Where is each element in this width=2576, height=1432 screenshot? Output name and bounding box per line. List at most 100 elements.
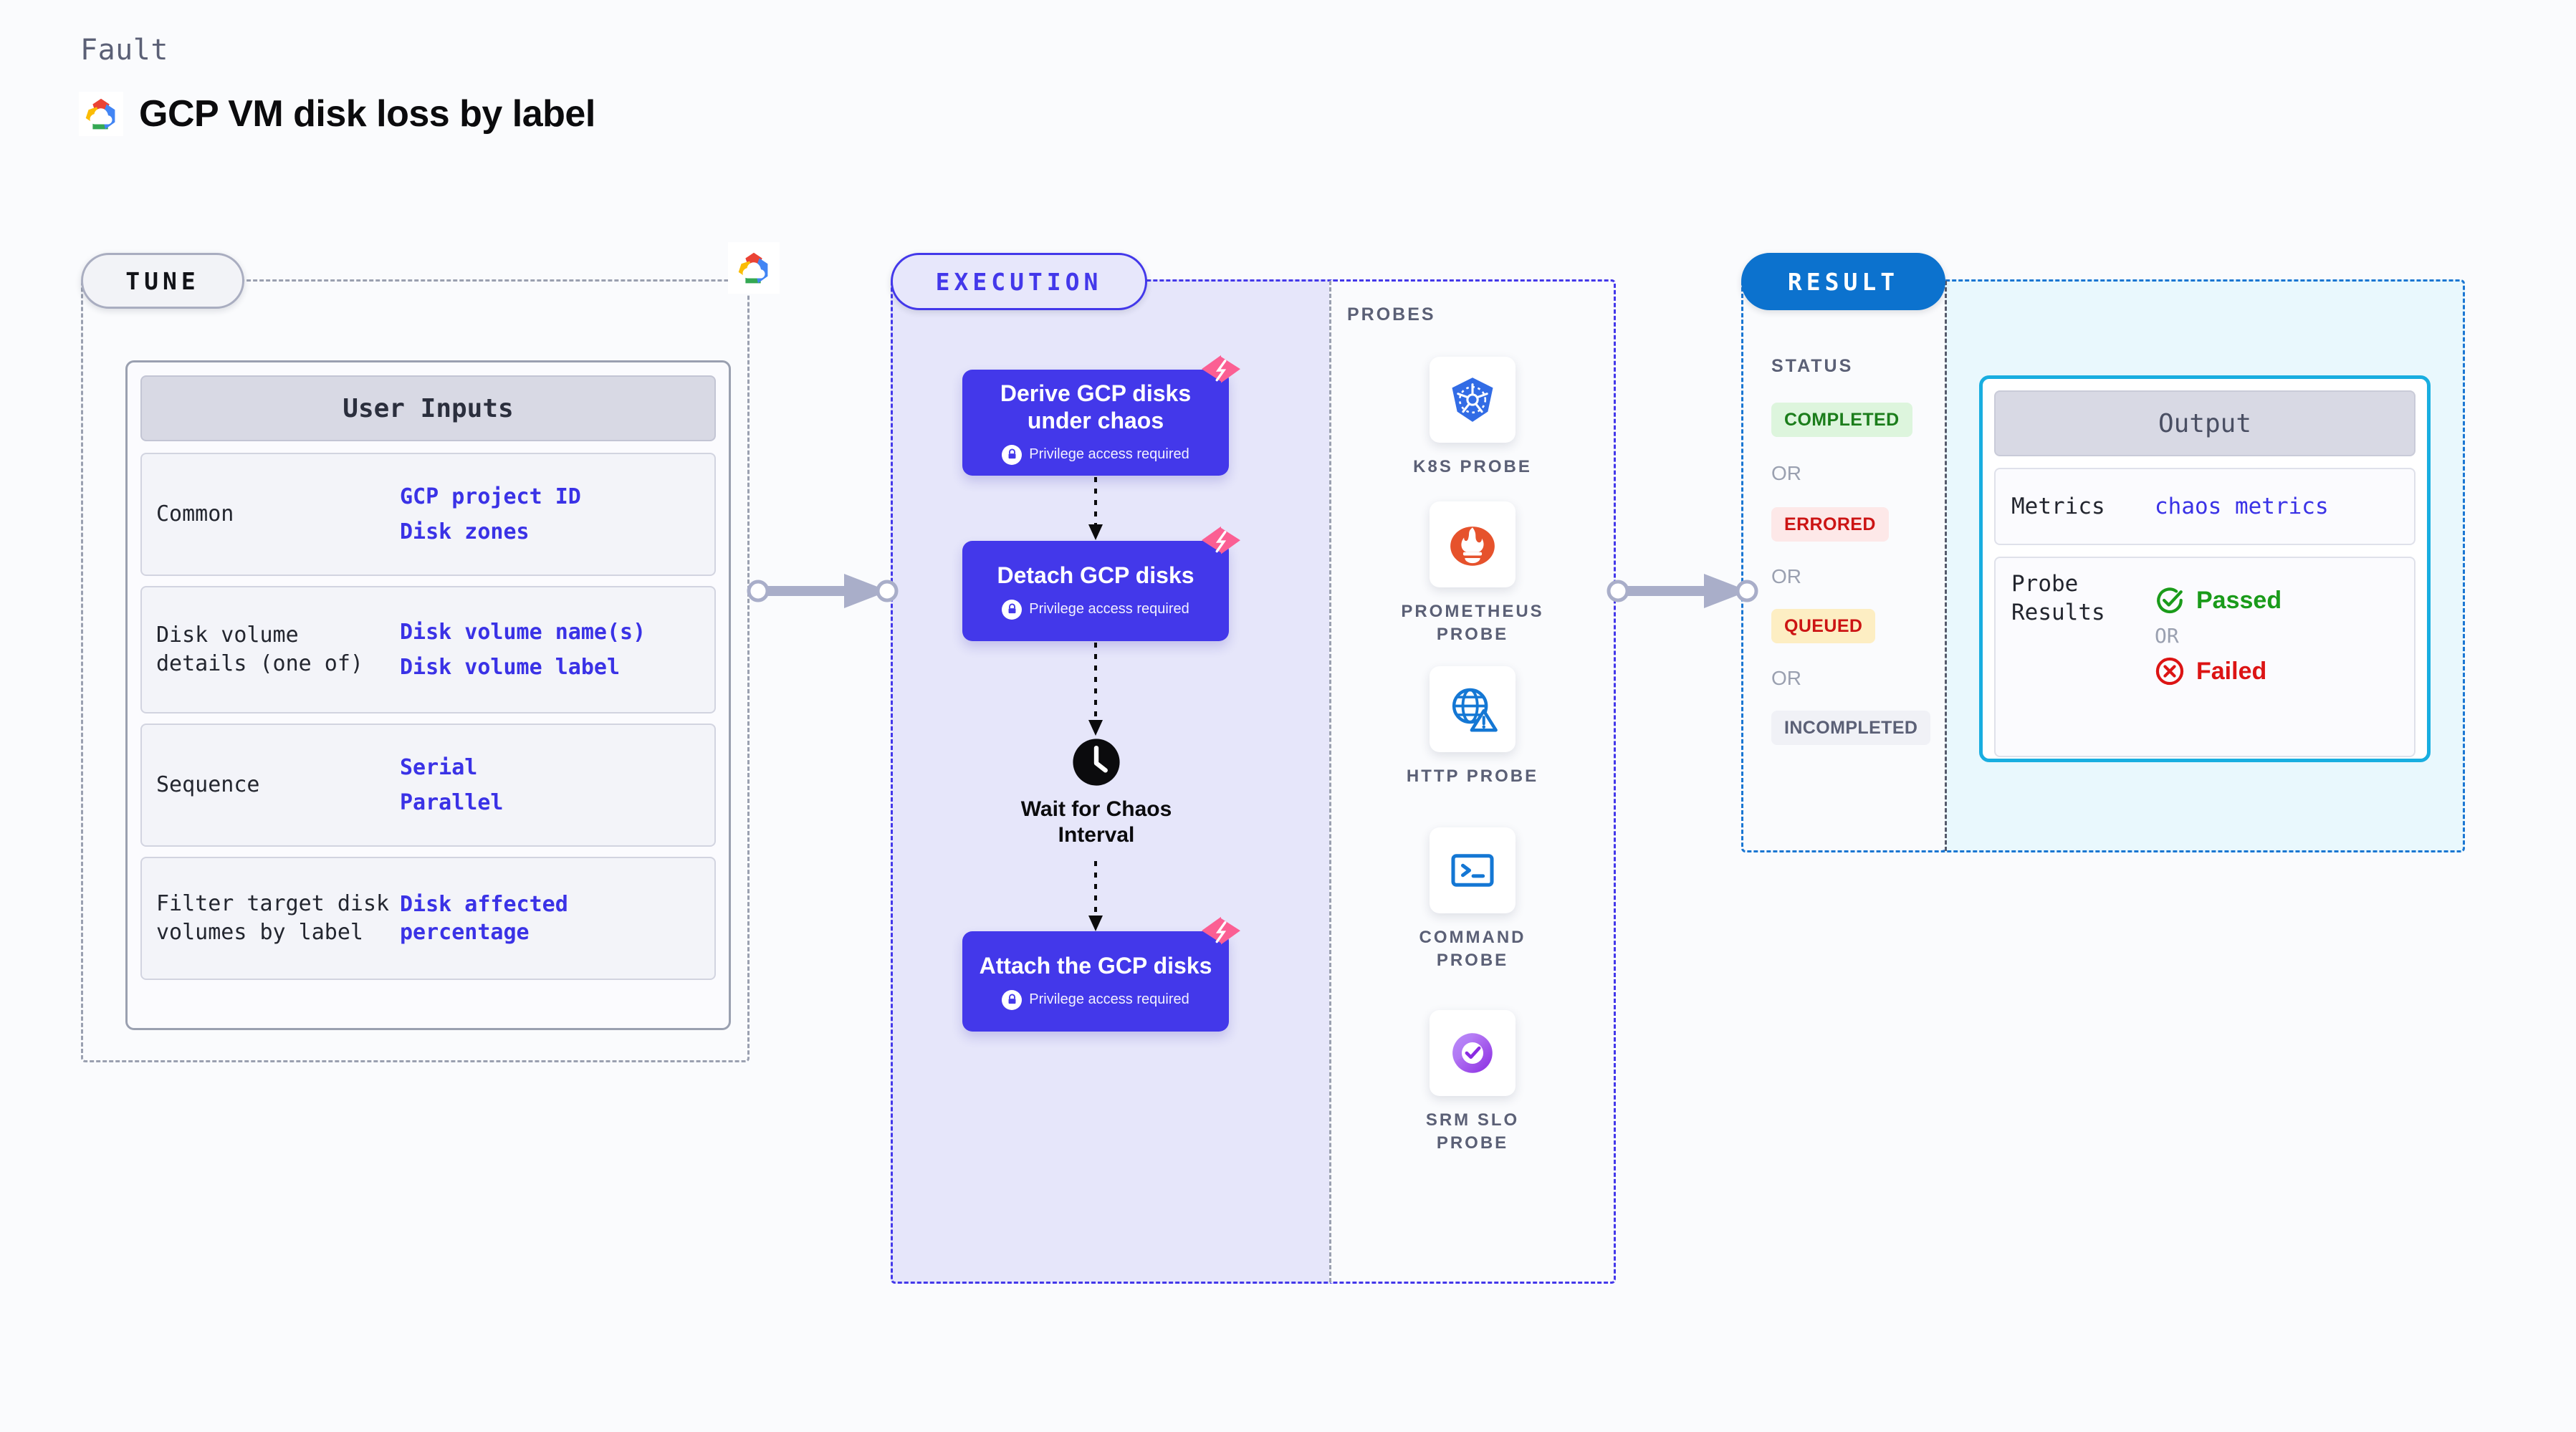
row-value: Disk volume label: [400, 655, 621, 680]
row-key: Disk volume details (one of): [156, 623, 363, 676]
probe-label: HTTP PROBE: [1406, 767, 1539, 786]
stage-pill-tune[interactable]: TUNE: [81, 253, 244, 309]
node-title: Derive GCP disks under chaos: [1000, 380, 1192, 433]
row-value: GCP project ID: [400, 484, 581, 509]
node-title: Attach the GCP disks: [979, 953, 1212, 979]
probe-label: PROMETHEUS PROBE: [1401, 602, 1544, 644]
arrow-detach-to-wait: [1088, 643, 1103, 736]
user-inputs-card: User Inputs Common GCP project ID Disk z…: [125, 360, 731, 1030]
user-input-row-common[interactable]: Common GCP project ID Disk zones: [140, 453, 716, 576]
output-title: Output: [1994, 390, 2415, 456]
probe-label: SRM SLO PROBE: [1425, 1110, 1520, 1153]
row-values: Disk volume name(s) Disk volume label: [400, 611, 700, 688]
row-values: GCP project ID Disk zones: [400, 476, 700, 553]
row-value: Disk zones: [400, 519, 530, 544]
passed-label: Passed: [2196, 586, 2282, 614]
execution-node-attach-disks[interactable]: Attach the GCP disks Privilege access re…: [962, 916, 1240, 1032]
probe-result-values: Passed OR Failed: [2155, 570, 2281, 686]
wait-label: Wait for Chaos Interval: [1020, 797, 1172, 847]
status-column-frame: [1741, 279, 1945, 852]
x-circle-icon: [2155, 657, 2184, 686]
probe-tile: [1430, 827, 1516, 913]
probe-tile: [1430, 666, 1516, 752]
connector-tune-to-execution: [747, 574, 899, 608]
arrow-wait-to-attach: [1088, 861, 1103, 931]
node-title: Detach GCP disks: [997, 562, 1194, 589]
clock-icon: [1073, 739, 1120, 786]
privilege-note: Privilege access required: [1002, 444, 1189, 465]
lock-icon: [1002, 599, 1023, 620]
probe-tile: [1430, 1010, 1516, 1096]
privilege-text: Privilege access required: [1029, 601, 1189, 618]
probe-command[interactable]: COMMAND PROBE: [1387, 827, 1558, 971]
user-input-row-filter-by-label[interactable]: Filter target disk volumes by label Disk…: [140, 857, 716, 980]
probe-k8s[interactable]: K8S PROBE: [1387, 357, 1558, 479]
execution-node-detach-disks[interactable]: Detach GCP disks Privilege access requir…: [962, 526, 1240, 641]
probe-result-failed: Failed: [2155, 656, 2281, 686]
status-divider: [1945, 281, 1947, 851]
probe-prometheus[interactable]: PROMETHEUS PROBE: [1387, 501, 1558, 645]
output-row-metrics[interactable]: Metrics chaos metrics: [1994, 468, 2415, 545]
privilege-text: Privilege access required: [1029, 446, 1189, 463]
prometheus-icon: [1450, 527, 1495, 566]
probe-label: COMMAND PROBE: [1419, 928, 1526, 970]
status-badge-incompleted: INCOMPLETED: [1771, 711, 1931, 745]
failed-label: Failed: [2196, 657, 2267, 685]
chaos-fault-icon: [1202, 916, 1240, 945]
user-inputs-title: User Inputs: [140, 375, 716, 441]
row-key: Metrics: [2011, 493, 2105, 519]
terminal-icon: [1451, 854, 1494, 887]
kubernetes-icon: [1452, 378, 1493, 422]
probe-srm-slo[interactable]: SRM SLO PROBE: [1387, 1010, 1558, 1154]
connector-execution-to-result: [1607, 574, 1758, 608]
privilege-note: Privilege access required: [1002, 599, 1189, 620]
probe-http[interactable]: HTTP PROBE: [1387, 666, 1558, 788]
row-value: Disk volume name(s): [400, 620, 646, 645]
row-value: Disk affected percentage: [400, 892, 568, 945]
gcp-cloud-icon-border: [728, 242, 780, 294]
user-input-row-sequence[interactable]: Sequence Serial Parallel: [140, 724, 716, 847]
user-input-row-disk-volume-details[interactable]: Disk volume details (one of) Disk volume…: [140, 586, 716, 713]
row-value: chaos metrics: [2155, 494, 2329, 519]
status-title: STATUS: [1771, 356, 1854, 376]
output-card: Output Metrics chaos metrics Probe Resul…: [1979, 375, 2431, 762]
chaos-fault-icon: [1202, 355, 1240, 383]
output-row-probe-results[interactable]: Probe Results Passed OR Failed: [1994, 557, 2415, 757]
status-badge-completed: COMPLETED: [1771, 403, 1912, 437]
probes-divider: [1329, 281, 1331, 1282]
row-value: Parallel: [400, 790, 504, 815]
stage-pill-execution[interactable]: EXECUTION: [891, 253, 1147, 310]
page-title-text: GCP VM disk loss by label: [139, 93, 595, 135]
status-badge-queued: QUEUED: [1771, 609, 1876, 643]
probe-label: K8S PROBE: [1413, 457, 1532, 476]
chaos-fault-icon: [1202, 526, 1240, 554]
status-or-3: OR: [1771, 667, 1801, 689]
row-key: Probe Results: [2011, 571, 2105, 626]
status-or-2: OR: [1771, 565, 1801, 587]
status-or-1: OR: [1771, 462, 1801, 484]
status-badge-errored: ERRORED: [1771, 507, 1889, 542]
stage-pill-result[interactable]: RESULT: [1741, 253, 1945, 310]
wait-for-chaos-interval: Wait for Chaos Interval: [1014, 738, 1179, 848]
probe-tile: [1430, 357, 1516, 443]
row-key: Filter target disk volumes by label: [156, 891, 390, 945]
gcp-cloud-icon: [79, 92, 123, 136]
check-circle-icon: [2157, 587, 2183, 614]
probe-result-or: OR: [2155, 624, 2179, 648]
globe-warning-icon: [1452, 688, 1498, 732]
privilege-text: Privilege access required: [1029, 991, 1189, 1008]
page-title: GCP VM disk loss by label: [79, 92, 595, 136]
srm-slo-icon: [1452, 1033, 1493, 1073]
row-key: Common: [156, 501, 234, 527]
fault-kicker: Fault: [80, 34, 168, 67]
probe-tile: [1430, 501, 1516, 587]
row-value: Serial: [400, 755, 478, 780]
row-values: Disk affected percentage: [400, 883, 700, 953]
row-values: Serial Parallel: [400, 746, 700, 824]
probes-frame: [1329, 279, 1616, 1284]
arrow-derive-to-detach: [1088, 477, 1103, 540]
tune-stage-frame: [81, 279, 750, 1062]
execution-node-derive-disks[interactable]: Derive GCP disks under chaos Privilege a…: [962, 355, 1240, 476]
privilege-note: Privilege access required: [1002, 989, 1189, 1010]
